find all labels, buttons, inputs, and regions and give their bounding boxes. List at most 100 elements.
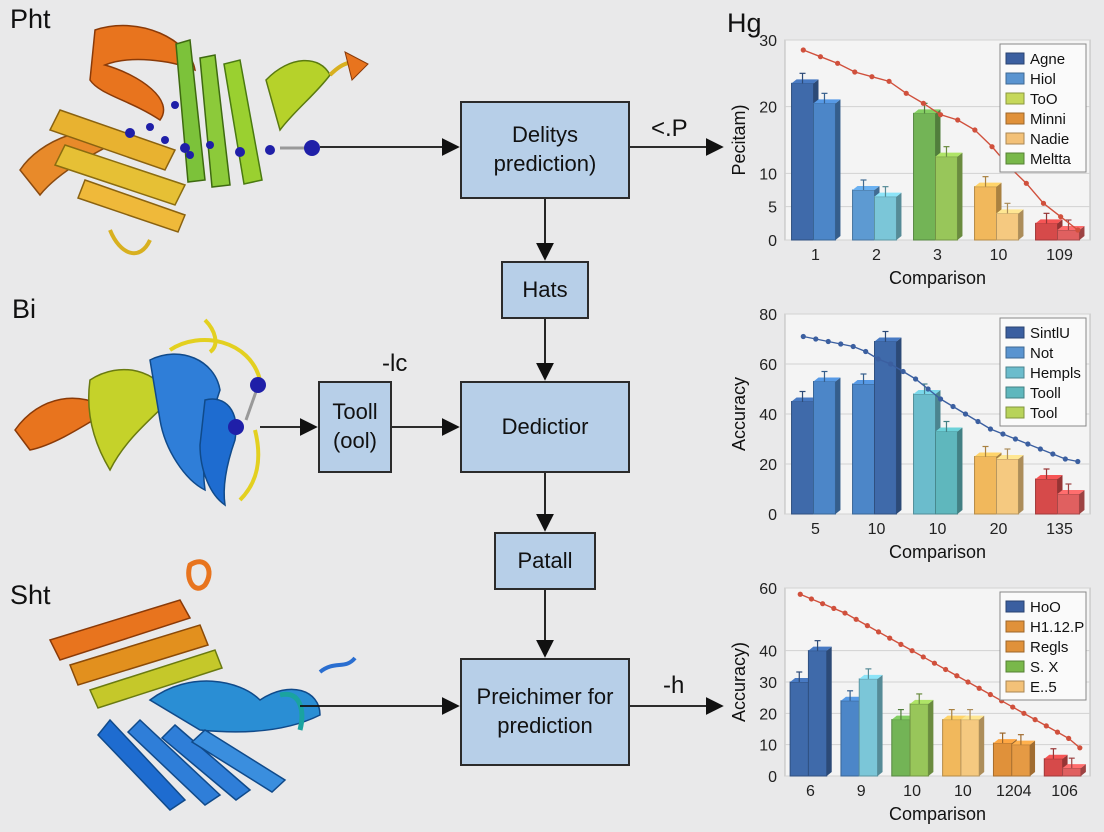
chart2-trend-point: [864, 623, 870, 629]
chart2-bar-side: [826, 646, 832, 776]
chart2-xtick-label: 10: [954, 783, 972, 800]
chart0-bar: [813, 102, 836, 241]
chart2-bar: [858, 678, 879, 777]
chart0-legend-label: Hiol: [1030, 71, 1056, 88]
chart2-xtick-label: 10: [903, 783, 921, 800]
protein-structure-middle: [14, 318, 266, 507]
chart0-ytick-label: 5: [768, 200, 777, 217]
chart0-bar: [913, 112, 936, 241]
chart2-trend-point: [1010, 704, 1016, 710]
chart2-trend-point: [853, 616, 859, 622]
chart1-trend-point: [1012, 436, 1019, 442]
chart0-trend-point: [903, 90, 909, 96]
chart1-bar-top: [996, 455, 1024, 459]
chart0-trend-point: [800, 47, 806, 53]
chart1-bar-side: [896, 337, 902, 514]
chart2-bar-top: [942, 715, 966, 720]
chart2-bar-top: [891, 715, 916, 720]
chart2-legend-swatch: [1005, 660, 1025, 673]
chart2-ytick-label: 30: [759, 675, 777, 692]
chart1-trend-point: [825, 338, 831, 345]
chart1-xtick-label: 10: [868, 521, 886, 538]
chart1-bar-side: [957, 427, 963, 514]
chart1-bar-top: [1057, 490, 1085, 494]
chart2-xtick-label: 1204: [996, 783, 1032, 800]
chart0-legend-swatch: [1005, 92, 1025, 105]
chart0-xtick-label: 109: [1046, 247, 1073, 264]
chart2-bar: [942, 719, 962, 777]
chart2-trend-point: [1021, 710, 1027, 716]
chart2-trend-point: [943, 666, 949, 673]
chart0-bar-side: [957, 152, 963, 240]
chart1-legend-swatch: [1005, 326, 1025, 339]
chart0-trend-point: [1023, 180, 1029, 186]
chart0-legend-swatch: [1005, 72, 1025, 85]
chart2-xtick-label: 106: [1051, 783, 1078, 800]
chart1-bar: [913, 393, 936, 515]
chart2-bar-top: [1044, 754, 1068, 759]
chart0-xtick-label: 10: [990, 247, 1008, 264]
chart2-trend-point: [842, 610, 848, 616]
chart1-trend-point: [888, 361, 894, 367]
chart1-yaxis-label: Accuracy: [729, 377, 749, 451]
chart0-trend-point: [886, 78, 892, 84]
chart1-trend-point: [875, 356, 881, 362]
chart1-ytick-label: 40: [759, 407, 777, 424]
edge-label-bottom-right: -h: [663, 672, 685, 699]
chart1-bar-side: [1018, 455, 1024, 514]
chart0-xtick-label: 3: [933, 247, 942, 264]
chart2-bar: [960, 719, 980, 777]
chart1-legend-swatch: [1005, 406, 1025, 419]
chart0-bar-top: [874, 192, 902, 197]
chart0-bar: [974, 186, 997, 241]
chart0-bar: [996, 212, 1019, 241]
protein-structure-bottom: [48, 559, 357, 811]
chart1-trend-point: [850, 343, 856, 350]
chart1-bar-side: [1079, 490, 1085, 514]
chart2-bar-side: [877, 674, 883, 776]
chart0-bar: [791, 82, 814, 241]
chart2-legend-label: Regls: [1030, 639, 1068, 656]
chart1-trend-point: [800, 333, 806, 340]
chart0-bar-top: [791, 79, 819, 84]
box-dedictior: Dedictior: [460, 381, 630, 473]
chart0-bar-top: [1035, 219, 1063, 224]
chart1-ytick-label: 20: [759, 457, 777, 474]
chart2-trend-point: [898, 641, 904, 647]
chart1-trend-point: [987, 426, 994, 432]
chart0-trend-point: [1040, 200, 1047, 206]
chart1-legend-swatch: [1005, 346, 1025, 359]
chart0-bar-side: [896, 192, 902, 240]
chart0-bar-top: [996, 209, 1024, 214]
chart2-ytick-label: 0: [768, 769, 777, 786]
chart2-trend-point: [976, 685, 982, 691]
chart0-ytick-label: 0: [768, 233, 777, 250]
chart0-bar-side: [1079, 226, 1085, 240]
chart2-legend-label: HoO: [1030, 599, 1061, 616]
chart0-trend-point: [955, 117, 961, 123]
chart1-bar-top: [874, 337, 902, 342]
chart2-trend-point: [1077, 745, 1083, 751]
chart0-legend-swatch: [1005, 52, 1025, 65]
chart1-xaxis-label: Comparison: [889, 542, 986, 562]
box-delitys-prediction: Delitys prediction): [460, 101, 630, 199]
chart0-ytick-label: 10: [759, 166, 777, 183]
chart2-trend-point: [875, 629, 882, 635]
chart0-legend-label: Nadie: [1030, 131, 1069, 148]
edge-label-top-right: <.P: [651, 115, 688, 142]
chart1-xtick-label: 20: [990, 521, 1008, 538]
protein-structure-top: [19, 24, 369, 256]
chart0-legend-swatch: [1005, 152, 1025, 165]
chart1-bar-top: [974, 452, 1002, 457]
chart1-legend-label: Hempls: [1030, 365, 1081, 382]
chart0-bar-top: [935, 152, 963, 157]
chart1-trend-point: [975, 418, 981, 425]
chart0-legend-label: Agne: [1030, 51, 1065, 68]
chart0-bar-top: [852, 186, 880, 190]
chart2-legend-label: H1.12.P: [1030, 619, 1084, 636]
chart0-trend-point: [989, 144, 995, 150]
chart2-ytick-label: 10: [759, 738, 777, 755]
chart0-trend-point: [835, 60, 841, 66]
